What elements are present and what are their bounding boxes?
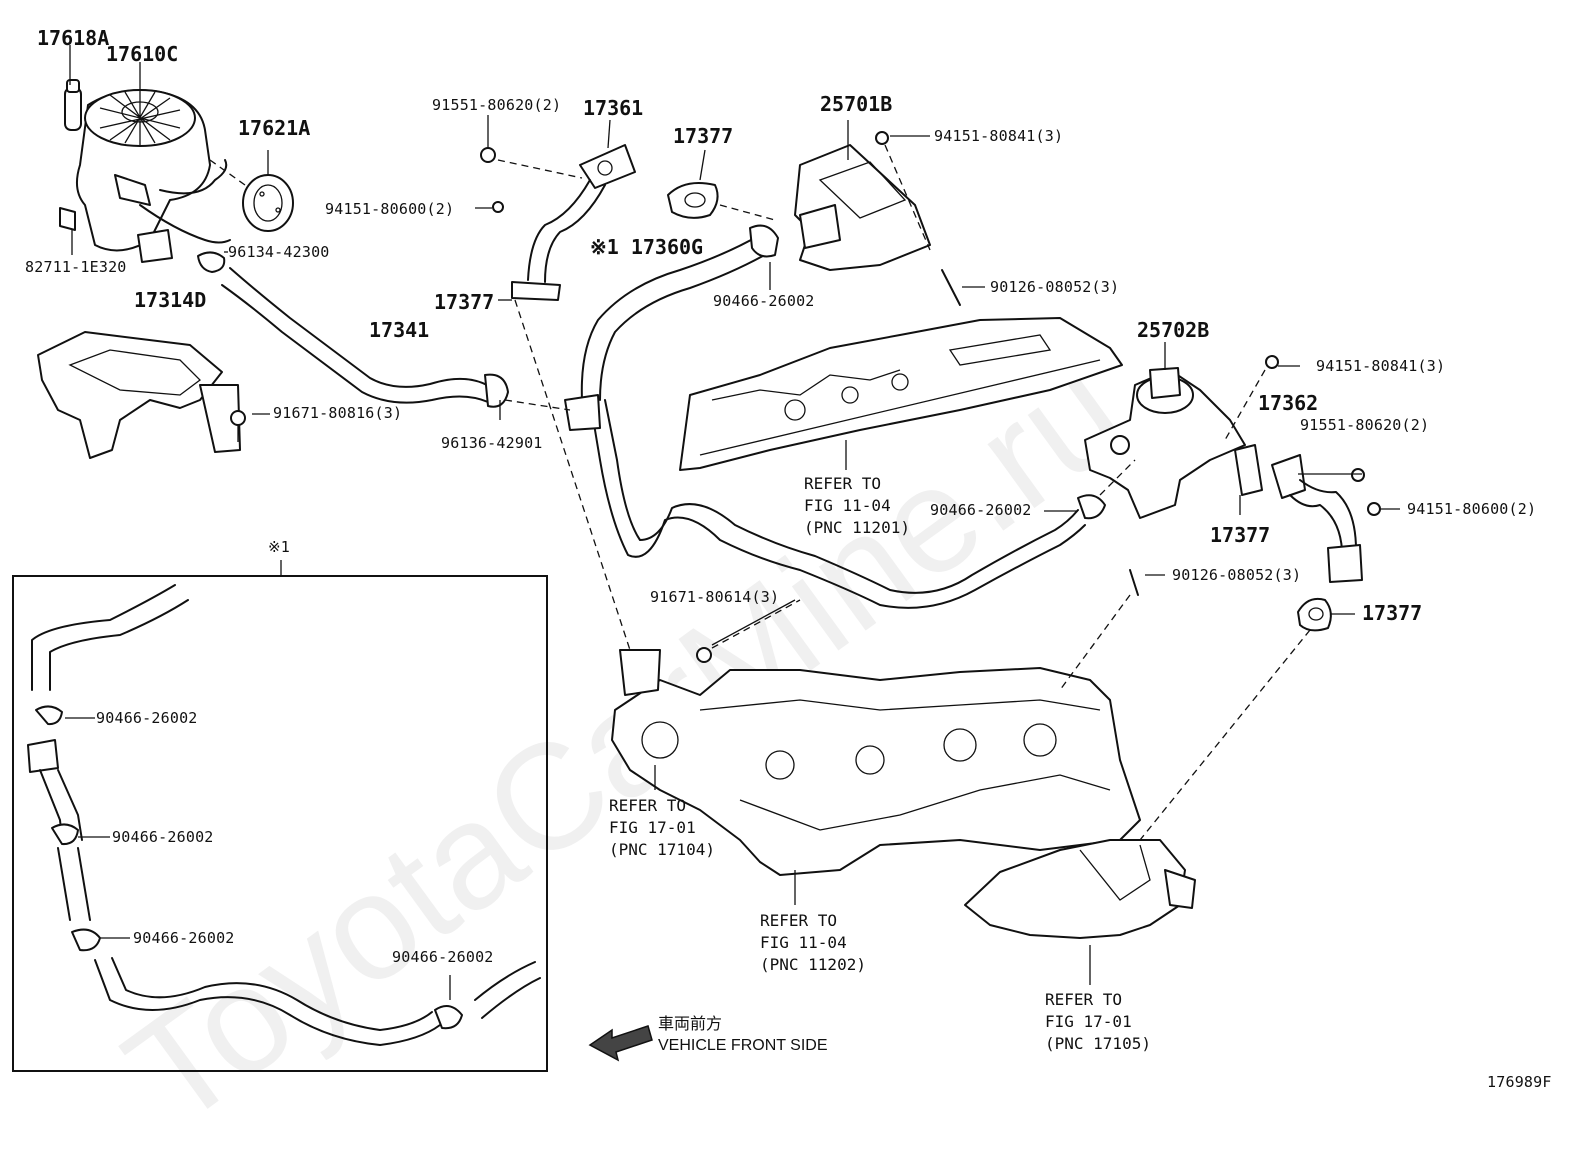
label-17362: 17362	[1258, 391, 1319, 415]
label-91551-right: 91551-80620(2)	[1300, 416, 1430, 434]
label-17610c: 17610C	[106, 42, 179, 66]
front-label-en: VEHICLE FRONT SIDE	[658, 1037, 828, 1054]
pipe-17361	[511, 144, 636, 301]
label-inset-a: 90466-26002	[96, 709, 198, 727]
label-17377-c: 17377	[1210, 523, 1271, 547]
clamp-96134	[197, 251, 226, 273]
label-17360g: ※1 17360G	[590, 235, 704, 259]
label-91671-80614: 91671-80614(3)	[650, 588, 780, 606]
inset-box	[12, 560, 548, 1072]
label-17341: 17341	[369, 318, 430, 342]
label-94151-80841-right: 94151-80841(3)	[1316, 357, 1446, 375]
label-90466-mid: 90466-26002	[930, 501, 1032, 519]
label-17377-b: 17377	[434, 290, 495, 314]
label-91671-80816: 91671-80816(3)	[273, 404, 403, 422]
label-96136: 96136-42901	[441, 434, 543, 452]
cylinder-head	[611, 649, 1141, 876]
label-90126-top: 90126-08052(3)	[990, 278, 1120, 296]
cylinder-head-cover	[679, 317, 1123, 471]
valve-25701b	[794, 120, 931, 271]
air-pump-17610c	[59, 79, 231, 263]
label-inset-d: 90466-26002	[392, 948, 494, 966]
label-17377-a: 17377	[673, 124, 734, 148]
leader-lines	[69, 45, 1400, 985]
label-inset-c: 90466-26002	[133, 929, 235, 947]
label-90466-top: 90466-26002	[713, 292, 815, 310]
dashed-lines	[209, 144, 1311, 841]
label-90126-mid: 90126-08052(3)	[1172, 566, 1302, 584]
label-25701b: 25701B	[820, 92, 893, 116]
hose-17360g	[580, 234, 761, 401]
clamp-90466-mid	[1077, 494, 1106, 520]
front-label-jp: 車両前方	[658, 1016, 723, 1033]
label-82711: 82711-1E320	[25, 258, 127, 276]
reference-11202: REFER TO FIG 11-04 (PNC 11202)	[760, 911, 866, 974]
parts-diagram	[12, 45, 1400, 1072]
reference-17104: REFER TO FIG 17-01 (PNC 17104)	[609, 796, 715, 859]
label-94151-80841-top: 94151-80841(3)	[934, 127, 1064, 145]
label-17361: 17361	[583, 96, 644, 120]
label-17618a: 17618A	[37, 26, 110, 50]
pipe-17362	[1271, 454, 1363, 583]
label-17314d: 17314D	[134, 288, 207, 312]
exhaust-manifold	[964, 839, 1196, 939]
reference-11201: REFER TO FIG 11-04 (PNC 11201)	[804, 474, 910, 537]
hose-17341	[229, 267, 493, 389]
fasteners	[480, 131, 1381, 663]
label-inset-b: 90466-26002	[112, 828, 214, 846]
label-91551-top: 91551-80620(2)	[432, 96, 562, 114]
note-mark: ※1	[268, 538, 290, 556]
cover-17621a	[242, 150, 294, 232]
label-94151-80600-top: 94151-80600(2)	[325, 200, 455, 218]
gasket-17377-d	[1297, 597, 1332, 632]
label-17377-d: 17377	[1362, 601, 1423, 625]
label-25702b: 25702B	[1137, 318, 1210, 342]
figure-id: 176989F	[1487, 1073, 1552, 1091]
label-17621a: 17621A	[238, 116, 311, 140]
clamp-96136	[484, 373, 509, 408]
bracket-17314d	[37, 331, 246, 459]
valve-25702b	[1084, 367, 1246, 519]
gasket-17377-c	[1234, 444, 1263, 496]
label-94151-80600-right: 94151-80600(2)	[1407, 500, 1537, 518]
reference-17105: REFER TO FIG 17-01 (PNC 17105)	[1045, 990, 1151, 1053]
label-96134: 96134-42300	[228, 243, 330, 261]
front-arrow-icon	[588, 1025, 653, 1062]
gasket-17377-a	[667, 182, 719, 219]
